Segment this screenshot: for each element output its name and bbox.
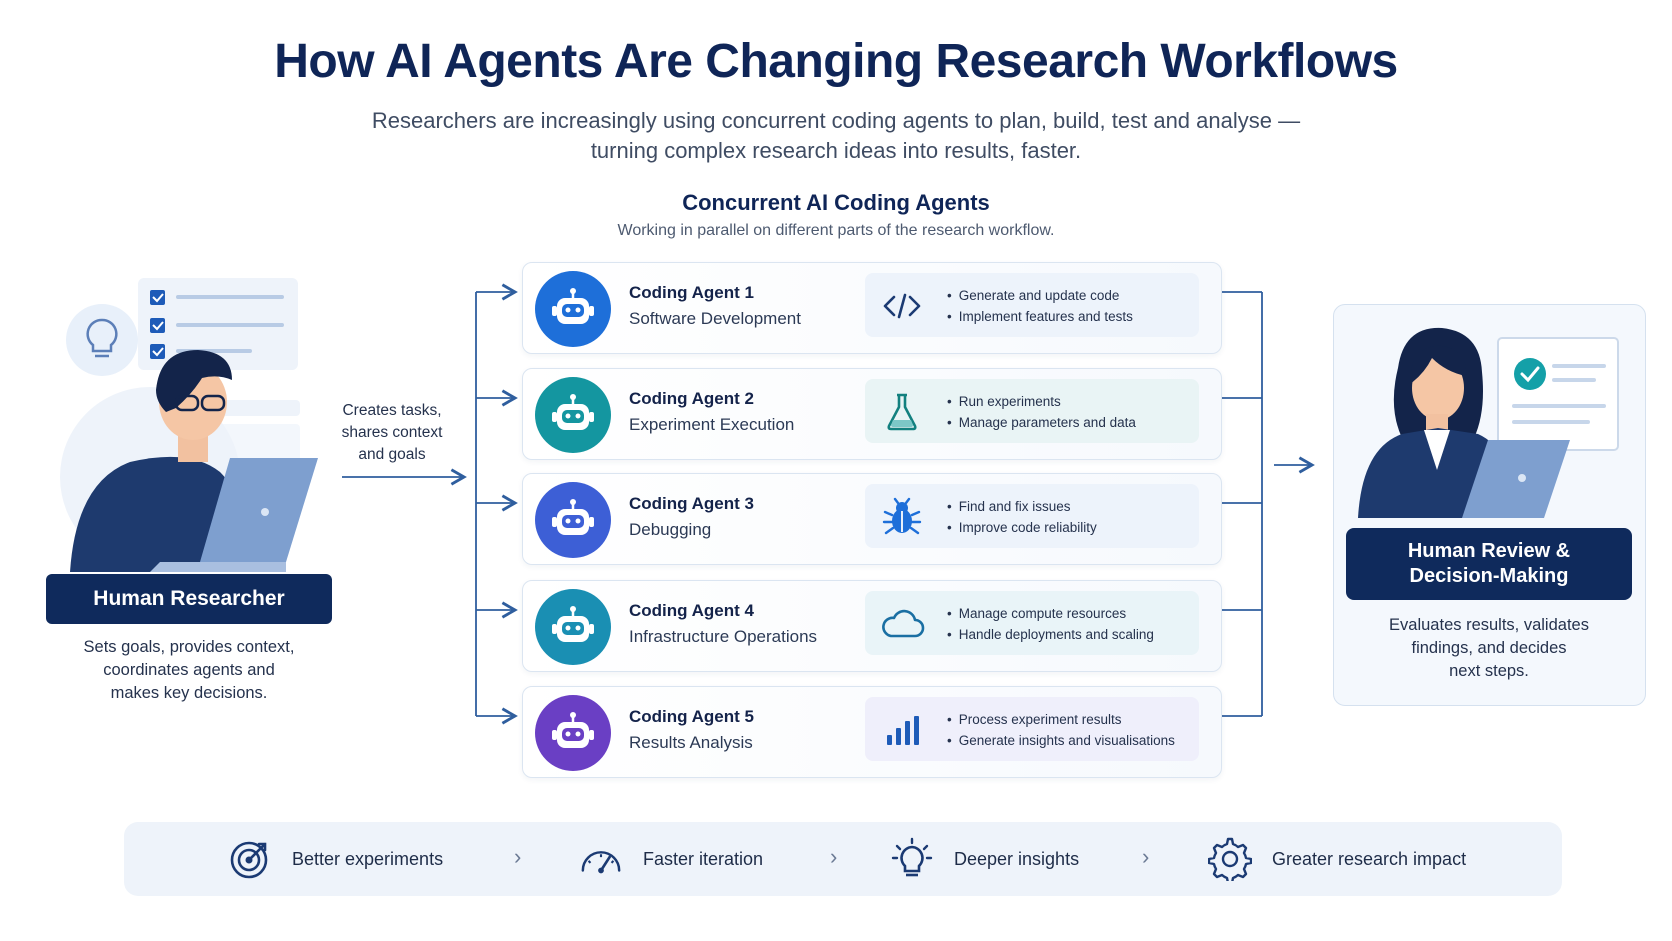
chevron-right-icon: › — [514, 844, 522, 869]
task-item: Process experiment results — [947, 709, 1175, 730]
agent-card-5: Coding Agent 5 Results Analysis Process … — [522, 686, 1222, 778]
flask-icon — [879, 389, 925, 435]
desc-line: makes key decisions. — [110, 684, 268, 702]
lightbulb-icon — [86, 318, 118, 358]
benefit-label: Better experiments — [292, 848, 444, 869]
robot-icon — [535, 271, 611, 347]
agent-name: Coding Agent 2 — [629, 389, 754, 408]
agent-name: Coding Agent 3 — [629, 494, 754, 513]
handoff-line: and goals — [358, 446, 426, 463]
page-subtitle: Researchers are increasingly using concu… — [300, 106, 1372, 166]
gear-icon — [1208, 837, 1252, 881]
task-item: Manage compute resources — [947, 603, 1154, 624]
agent-role: Software Development — [629, 309, 801, 328]
subtitle-line: Researchers are increasingly using concu… — [371, 108, 1301, 133]
agent-name: Coding Agent 4 — [629, 601, 754, 620]
agent-tasks-panel: Generate and update code Implement featu… — [865, 273, 1199, 337]
benefit-label: Faster iteration — [643, 848, 764, 869]
agent-name: Coding Agent 1 — [629, 283, 754, 302]
robot-icon — [535, 482, 611, 558]
handoff-line: Creates tasks, — [342, 402, 442, 419]
review-label-line: Decision-Making — [1409, 565, 1569, 587]
desc-line: findings, and decides — [1411, 639, 1567, 657]
agent-name: Coding Agent 5 — [629, 707, 754, 726]
desc-line: Evaluates results, validates — [1389, 616, 1589, 634]
benefit-faster-iteration: Faster iteration — [579, 822, 763, 896]
desc-line: next steps. — [1449, 662, 1529, 680]
handoff-annotation: Creates tasks, shares context and goals — [330, 400, 454, 466]
section-title: Concurrent AI Coding Agents — [682, 190, 990, 215]
subtitle-line: turning complex research ideas into resu… — [590, 138, 1082, 163]
agent-tasks-panel: Process experiment results Generate insi… — [865, 697, 1199, 761]
bug-icon — [879, 494, 925, 540]
robot-icon — [535, 695, 611, 771]
agent-tasks-panel: Run experiments Manage parameters and da… — [865, 379, 1199, 443]
agent-role: Experiment Execution — [629, 415, 795, 434]
human-researcher-description: Sets goals, provides context, coordinate… — [46, 636, 332, 705]
agent-tasks-panel: Manage compute resources Handle deployme… — [865, 591, 1199, 655]
agent-role: Results Analysis — [629, 733, 753, 752]
task-item: Generate insights and visualisations — [947, 730, 1175, 751]
reviewer-illustration — [1358, 327, 1619, 518]
chevron-right-icon: › — [830, 844, 838, 869]
agent-card-4: Coding Agent 4 Infrastructure Operations… — [522, 580, 1222, 672]
task-item: Run experiments — [947, 391, 1136, 412]
task-item: Implement features and tests — [947, 306, 1133, 327]
section-subtitle: Working in parallel on different parts o… — [617, 222, 1055, 239]
review-label-line: Human Review & — [1407, 540, 1571, 562]
agent-card-1: Coding Agent 1 Software Development Gene… — [522, 262, 1222, 354]
task-item: Handle deployments and scaling — [947, 624, 1154, 645]
code-icon — [879, 283, 925, 329]
robot-icon — [535, 589, 611, 665]
handoff-line: shares context — [341, 424, 443, 441]
benefit-label: Deeper insights — [954, 848, 1080, 869]
task-item: Find and fix issues — [947, 496, 1097, 517]
bar-chart-icon — [879, 707, 925, 753]
task-item: Improve code reliability — [947, 517, 1097, 538]
desc-line: Sets goals, provides context, — [83, 638, 295, 656]
desc-line: coordinates agents and — [103, 661, 275, 679]
robot-icon — [535, 377, 611, 453]
benefits-bar: Better experiments › Faster iteration › … — [124, 822, 1562, 896]
agent-role: Debugging — [629, 520, 712, 539]
researcher-illustration — [60, 278, 318, 572]
cloud-icon — [879, 601, 925, 647]
agent-tasks-panel: Find and fix issues Improve code reliabi… — [865, 484, 1199, 548]
task-item: Generate and update code — [947, 285, 1133, 306]
task-item: Manage parameters and data — [947, 412, 1136, 433]
agent-card-3: Coding Agent 3 Debugging Find and fix is… — [522, 473, 1222, 565]
benefit-deeper-insights: Deeper insights — [890, 822, 1079, 896]
agent-role: Infrastructure Operations — [629, 627, 818, 646]
chevron-right-icon: › — [1142, 844, 1150, 869]
human-review-description: Evaluates results, validates findings, a… — [1346, 614, 1632, 683]
lightbulb-icon — [890, 837, 934, 881]
agent-card-2: Coding Agent 2 Experiment Execution Run … — [522, 368, 1222, 460]
checkmark-icon — [1514, 358, 1546, 390]
target-icon — [228, 837, 272, 881]
checklist-icon — [150, 290, 284, 359]
speedometer-icon — [579, 837, 623, 881]
benefit-better-experiments: Better experiments — [228, 822, 443, 896]
human-review-label: Human Review & Decision-Making — [1346, 528, 1632, 600]
benefit-label: Greater research impact — [1272, 848, 1467, 869]
human-researcher-label: Human Researcher — [46, 574, 332, 624]
benefit-greater-impact: Greater research impact — [1208, 822, 1466, 896]
page-title: How AI Agents Are Changing Research Work… — [274, 35, 1398, 88]
